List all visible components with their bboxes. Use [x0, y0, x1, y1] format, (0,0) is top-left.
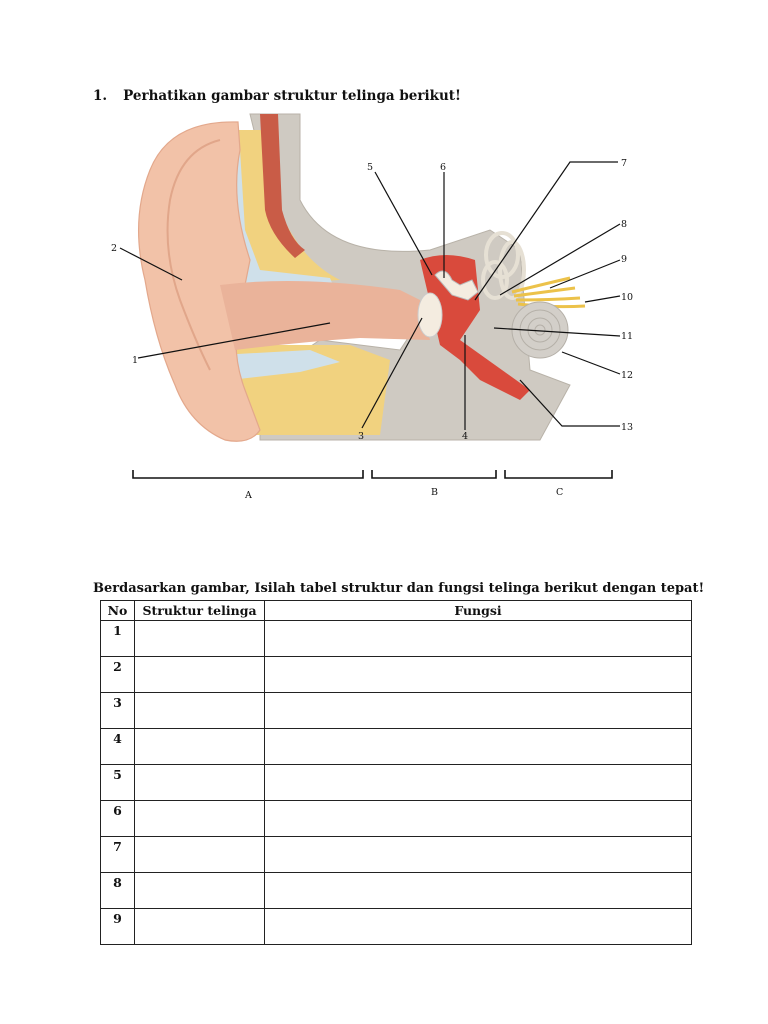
- struktur-cell[interactable]: [134, 764, 265, 801]
- table-row: 8: [100, 872, 692, 909]
- header-fungsi: Fungsi: [264, 600, 692, 621]
- table-row: 2: [100, 656, 692, 693]
- struktur-cell[interactable]: [134, 908, 265, 945]
- row-number: 8: [100, 872, 135, 909]
- fungsi-cell[interactable]: [264, 620, 692, 657]
- label-7: 7: [621, 158, 627, 169]
- header-struktur: Struktur telinga: [134, 600, 265, 621]
- question-number: 1.: [93, 88, 108, 104]
- auricle-fold: [166, 139, 221, 371]
- label-4: 4: [462, 431, 468, 442]
- cartilage-upper: [225, 150, 335, 290]
- struktur-cell[interactable]: [134, 800, 265, 837]
- fungsi-cell[interactable]: [264, 728, 692, 765]
- region-c-label: C: [556, 487, 563, 498]
- tympanic-membrane: [417, 292, 443, 338]
- fungsi-cell[interactable]: [264, 908, 692, 945]
- region-b-label: B: [431, 487, 438, 498]
- row-number: 2: [100, 656, 135, 693]
- fungsi-cell[interactable]: [264, 836, 692, 873]
- question-text: Perhatikan gambar struktur telinga berik…: [123, 88, 461, 104]
- table-row: 7: [100, 836, 692, 873]
- ear-canal: [220, 281, 430, 350]
- struktur-cell[interactable]: [134, 656, 265, 693]
- table-row: 6: [100, 800, 692, 837]
- fatty-tissue-upper: [228, 130, 340, 285]
- label-1: 1: [132, 355, 138, 366]
- row-number: 1: [100, 620, 135, 657]
- row-number: 4: [100, 728, 135, 765]
- label-13: 13: [621, 422, 633, 433]
- label-10: 10: [621, 292, 633, 303]
- region-brackets: [132, 470, 613, 479]
- row-number: 7: [100, 836, 135, 873]
- region-a-label: A: [244, 490, 252, 501]
- fungsi-cell[interactable]: [264, 656, 692, 693]
- label-6: 6: [440, 162, 446, 173]
- cochlea: [511, 301, 569, 359]
- ossicles: [434, 270, 479, 301]
- label-2: 2: [111, 243, 117, 254]
- struktur-cell[interactable]: [134, 728, 265, 765]
- table-header-row: No Struktur telinga Fungsi: [100, 600, 692, 621]
- struktur-cell[interactable]: [134, 836, 265, 873]
- ear-diagram: 1 2 3 4 5 6 7 8 9 10 11 12 13 A B C: [100, 110, 660, 510]
- label-8: 8: [621, 219, 627, 230]
- label-11: 11: [621, 331, 633, 342]
- table-instruction: Berdasarkan gambar, Isilah tabel struktu…: [93, 581, 705, 596]
- struktur-cell[interactable]: [134, 692, 265, 729]
- leader-lines: [119, 161, 621, 430]
- row-number: 9: [100, 908, 135, 945]
- struktur-cell[interactable]: [134, 620, 265, 657]
- fungsi-cell[interactable]: [264, 764, 692, 801]
- answer-table: No Struktur telinga Fungsi 1 2 3 4 5: [100, 600, 692, 945]
- table-row: 1: [100, 620, 692, 657]
- table-row: 4: [100, 728, 692, 765]
- cartilage-lower: [220, 350, 340, 380]
- fungsi-cell[interactable]: [264, 872, 692, 909]
- label-12: 12: [621, 370, 633, 381]
- header-no: No: [100, 600, 135, 621]
- label-9: 9: [621, 254, 627, 265]
- struktur-cell[interactable]: [134, 872, 265, 909]
- table-row: 9: [100, 908, 692, 945]
- ear-anatomy-illustration: 1 2 3 4 5 6 7 8 9 10 11 12 13 A B C: [111, 113, 633, 501]
- table-row: 3: [100, 692, 692, 729]
- row-number: 6: [100, 800, 135, 837]
- row-number: 5: [100, 764, 135, 801]
- semicircular-canals: [481, 231, 526, 300]
- label-3: 3: [358, 431, 364, 442]
- fungsi-cell[interactable]: [264, 800, 692, 837]
- question-title: 1. Perhatikan gambar struktur telinga be…: [93, 88, 461, 104]
- label-5: 5: [367, 162, 373, 173]
- fungsi-cell[interactable]: [264, 692, 692, 729]
- vessel-column: [260, 114, 305, 258]
- table-row: 5: [100, 764, 692, 801]
- middle-ear-cavity: [420, 255, 530, 400]
- diagram-labels: 1 2 3 4 5 6 7 8 9 10 11 12 13: [111, 158, 633, 442]
- row-number: 3: [100, 692, 135, 729]
